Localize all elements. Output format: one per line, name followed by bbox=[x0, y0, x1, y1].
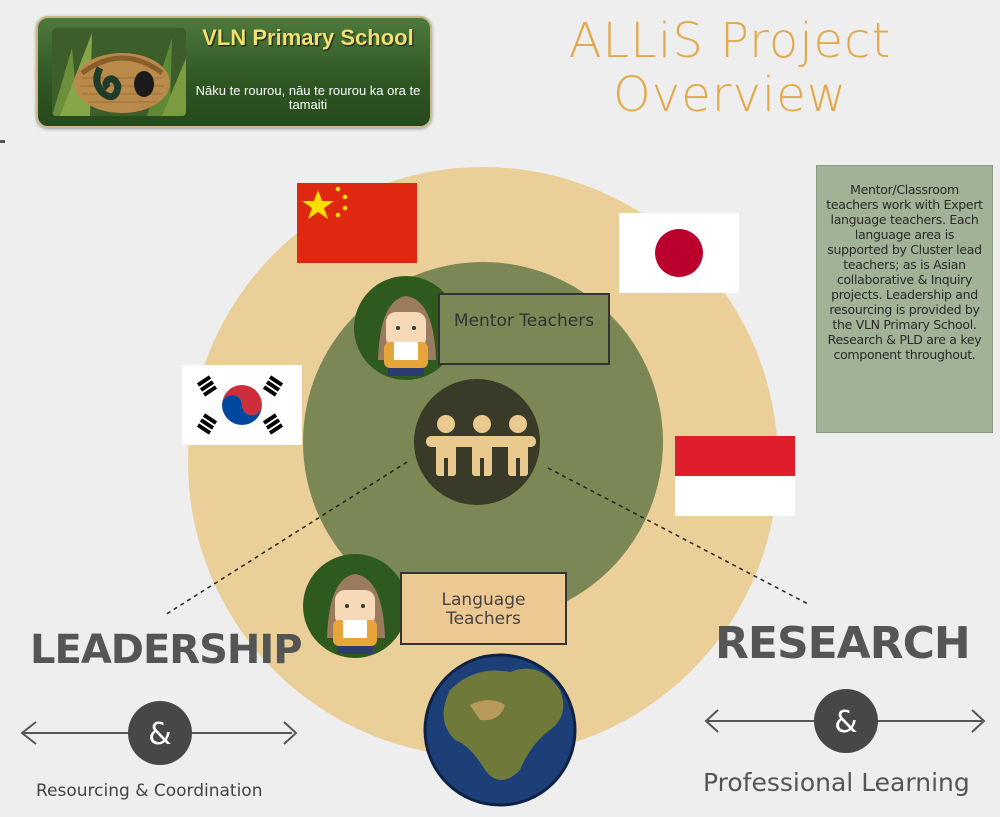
mentor-teachers-box: Mentor Teachers bbox=[438, 293, 610, 365]
school-banner: VLN Primary School Nāku te rourou, nāu t… bbox=[36, 16, 432, 128]
indonesia-flag bbox=[675, 436, 795, 516]
school-motto: Nāku te rourou, nāu te rourou ka ora te … bbox=[195, 83, 421, 112]
info-box: Mentor/Classroom teachers work with Expe… bbox=[816, 165, 993, 433]
resourcing-caption: Resourcing & Coordination bbox=[36, 781, 263, 801]
korea-flag bbox=[182, 365, 302, 445]
research-connector bbox=[547, 467, 811, 606]
page-title: ALLiS Project Overview bbox=[568, 13, 892, 123]
language-teacher-avatar bbox=[303, 554, 407, 658]
leadership-heading: LEADERSHIP bbox=[30, 627, 303, 673]
japan-flag bbox=[619, 213, 739, 293]
research-ampersand-arrow bbox=[704, 689, 986, 753]
research-ampersand: & bbox=[834, 705, 857, 740]
leadership-ampersand-arrow bbox=[20, 701, 298, 765]
professional-learning-caption: Professional Learning bbox=[703, 768, 970, 797]
school-logo-image bbox=[52, 28, 186, 116]
china-flag bbox=[297, 183, 417, 263]
mentor-teacher-avatar bbox=[354, 276, 458, 380]
school-name: VLN Primary School bbox=[202, 25, 414, 50]
people-icon bbox=[426, 415, 536, 478]
globe-icon bbox=[423, 653, 577, 807]
edge-mark bbox=[0, 140, 5, 143]
leadership-ampersand: & bbox=[148, 717, 171, 752]
research-heading: RESEARCH bbox=[715, 618, 971, 669]
language-teachers-box: Language Teachers bbox=[400, 572, 567, 645]
